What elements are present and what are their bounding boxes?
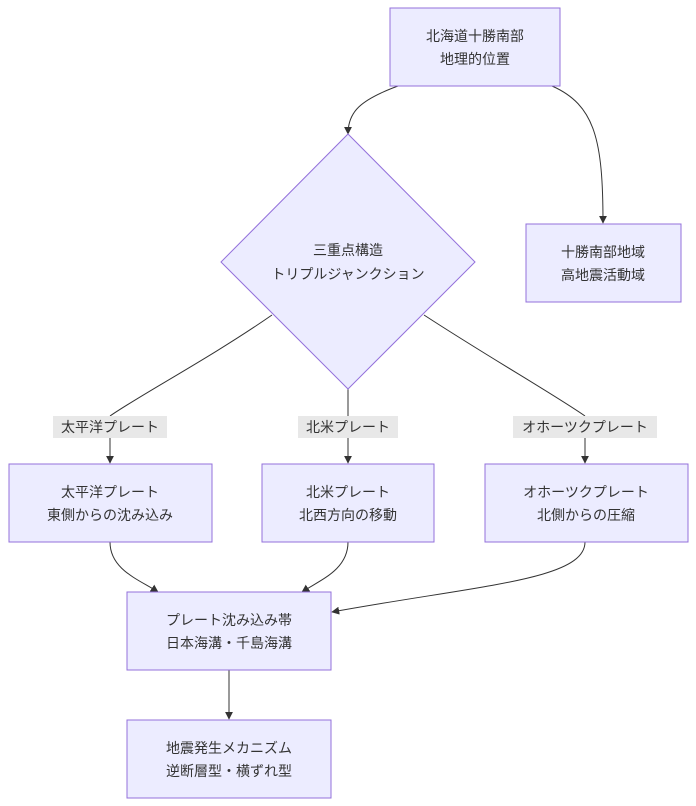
node-mechanism-line1: 地震発生メカニズム (166, 741, 292, 757)
edge-tokachi-triple (344, 85, 399, 135)
edge-tokachi-area (551, 85, 607, 224)
node-okhotsk: オホーツクプレート 北側からの圧縮 (484, 463, 689, 543)
edge-northam-subduction (301, 541, 349, 593)
edges (106, 85, 607, 720)
node-okhotsk-line2: 北側からの圧縮 (537, 508, 635, 524)
edge-label-okhotsk: オホーツクプレート (513, 416, 657, 438)
node-area: 十勝南部地域 高地震活動域 (525, 223, 682, 303)
node-mechanism-line2: 逆断層型・横ずれ型 (166, 764, 292, 780)
node-mechanism: 地震発生メカニズム 逆断層型・横ずれ型 (126, 719, 332, 799)
node-area-line2: 高地震活動域 (561, 267, 645, 284)
node-northam-line2: 北西方向の移動 (299, 508, 397, 524)
edge-triple-okhotsk (423, 314, 586, 417)
node-subduction: プレート沈み込み帯 日本海溝・千島海溝 (126, 591, 332, 671)
node-triple-junction: 三重点構造 トリプルジャンクション (220, 133, 476, 390)
node-tokachi-line1: 北海道十勝南部 (426, 29, 524, 45)
node-pacific: 太平洋プレート 東側からの沈み込み (8, 463, 213, 543)
node-triple-line1: 三重点構造 (313, 243, 383, 259)
edge-okhotsk-subduction (331, 541, 586, 615)
edge-triple-pacific (109, 314, 273, 417)
edge-pacific-subduction (109, 541, 159, 593)
node-triple-line2: トリプルジャンクション (271, 267, 424, 283)
node-northam-line1: 北米プレート (306, 485, 390, 501)
node-tokachi-line2: 地理的位置 (440, 52, 510, 68)
node-area-line1: 十勝南部地域 (561, 245, 645, 261)
node-okhotsk-line1: オホーツクプレート (523, 485, 649, 501)
edge-label-pacific-text: 太平洋プレート (61, 420, 159, 436)
edge-label-northam-text: 北米プレート (306, 420, 390, 436)
edge-label-northam: 北米プレート (298, 416, 398, 438)
edge-label-okhotsk-text: オホーツクプレート (522, 420, 648, 436)
node-pacific-line2: 東側からの沈み込み (47, 508, 173, 524)
node-tokachi: 北海道十勝南部 地理的位置 (389, 7, 561, 87)
node-northam: 北米プレート 北西方向の移動 (261, 463, 435, 543)
node-pacific-line1: 太平洋プレート (61, 485, 159, 501)
node-subduction-line2: 日本海溝・千島海溝 (166, 636, 292, 652)
node-subduction-line1: プレート沈み込み帯 (166, 613, 292, 629)
edge-label-pacific: 太平洋プレート (53, 416, 167, 438)
